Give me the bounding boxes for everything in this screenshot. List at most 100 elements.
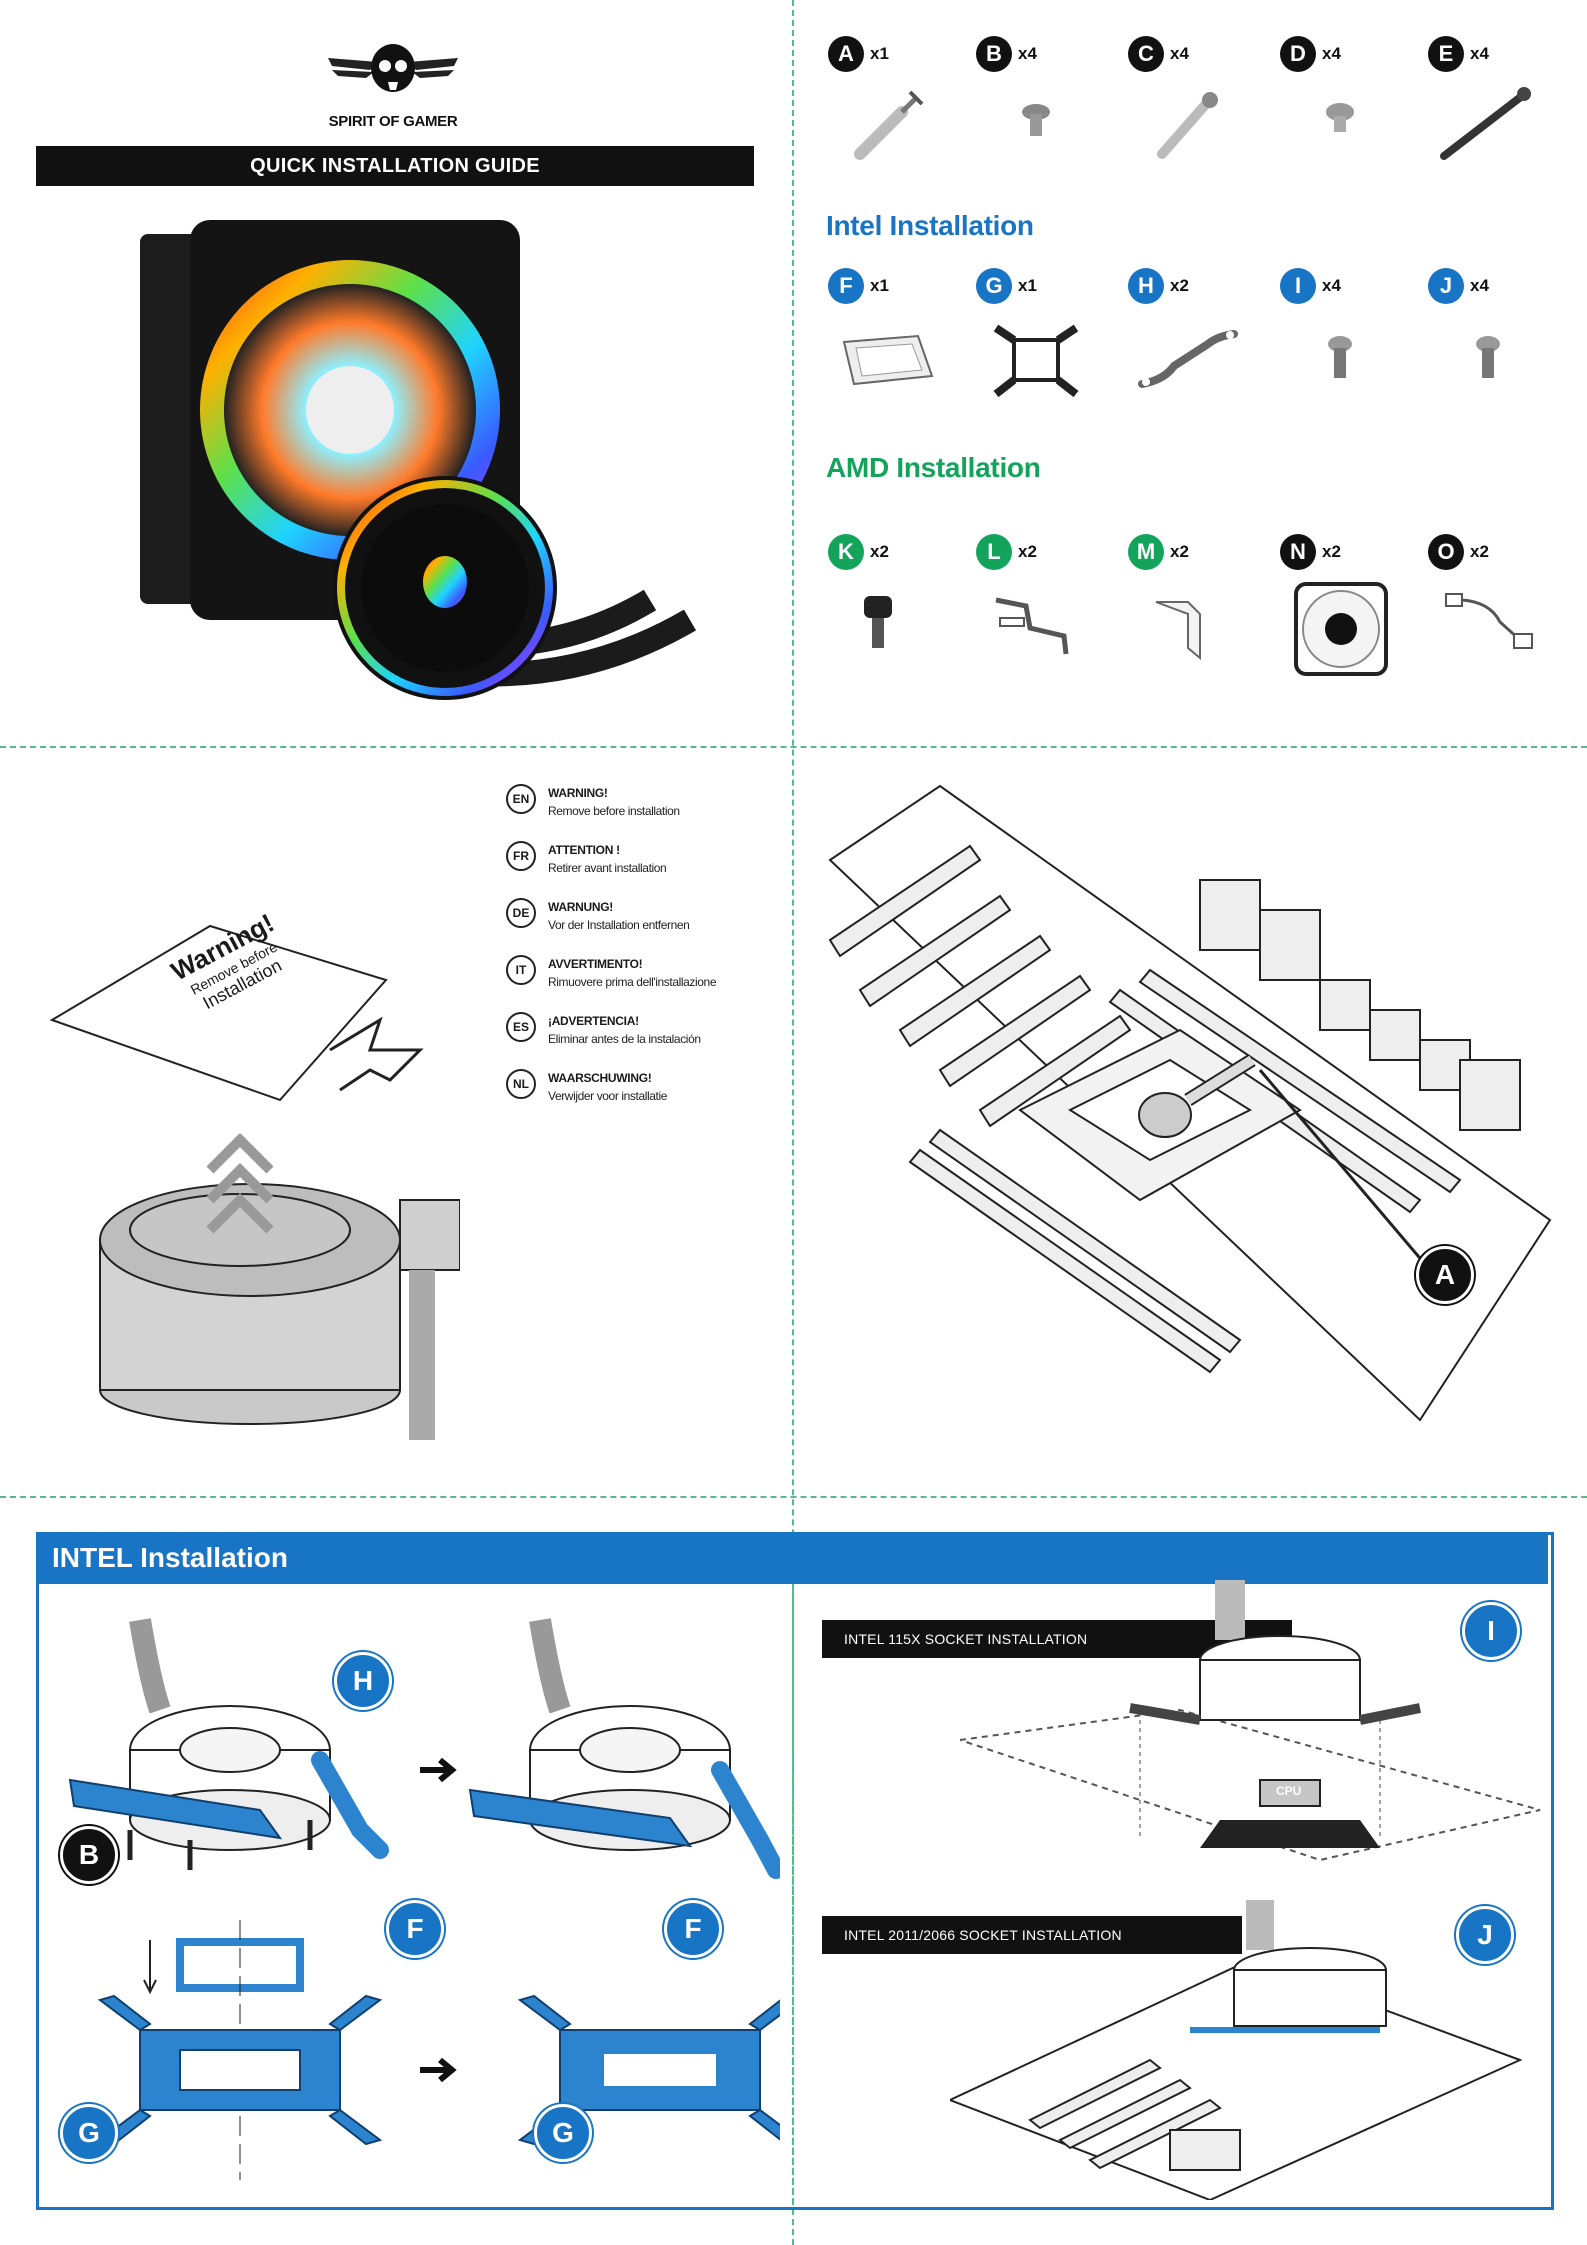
callout-g: G [60,2104,118,2162]
aio-cooler-image [140,220,697,700]
skull-wings-logo-icon [328,44,458,92]
callout-b: B [60,1826,118,1884]
warning-text: Rimuovere prima dell'installazione [548,975,717,989]
warning-text: Vor der Installation entfernen [548,918,690,932]
warning-de: DE WARNUNG! Vor der Installation entfern… [506,898,766,938]
insulation-pad-icon [842,334,934,386]
part-badge: L [976,534,1012,570]
warning-text: Remove before installation [548,804,680,818]
warning-title: ¡ADVERTENCIA! [548,1014,639,1028]
part-badge: M [1128,534,1164,570]
part-qty: x4 [1470,276,1489,295]
warning-text: Eliminar antes de la instalación [548,1032,701,1046]
callout-j: J [1456,1906,1514,1964]
pump-bracket-image [68,1618,785,1879]
step-backplate: F G F G [40,1900,803,2200]
socket-115x-illustration: CPU [959,1580,1550,1890]
language-badge: IT [506,955,536,985]
part-badge: J [1428,268,1464,304]
part-qty: x2 [1170,542,1189,561]
part-qty: x2 [1018,542,1037,561]
brand-name: SPIRIT OF GAMER [328,113,458,130]
thumb-screw-icon [1328,336,1352,378]
warning-illustration: Warning! Remove before Installation [40,900,461,1460]
fan-icon [1294,582,1388,676]
socket-2011-illustration [947,1900,1540,2202]
fan-cable-icon [1445,593,1533,649]
amd-parts-title: AMD Installation [826,452,1041,483]
warning-title: WARNING! [548,786,608,800]
part-badge: I [1280,268,1316,304]
horizontal-divider-bottom [0,1496,1587,1498]
warning-it: IT AVVERTIMENTO! Rimuovere prima dell'in… [506,955,766,995]
language-badge: EN [506,784,536,814]
part-qty: x1 [870,44,889,63]
part-qty: x4 [1322,44,1341,63]
mounting-bracket-icon [1138,330,1238,388]
warning-title: AVVERTIMENTO! [548,957,643,971]
part-qty: x1 [1018,276,1037,295]
warning-text: Verwijder voor installatie [548,1089,667,1103]
warning-title: WARNUNG! [548,900,613,914]
part-badge: K [828,534,864,570]
part-qty: x4 [1018,44,1037,63]
intel-panel-divider [792,1584,794,2204]
product-image [130,220,750,720]
part-badge: F [828,268,864,304]
warning-en: EN WARNING! Remove before installation [506,784,766,824]
amd-bracket-icon [1155,601,1201,661]
intel-install-title: INTEL Installation [36,1532,1548,1584]
screw-flat-icon [1326,103,1354,132]
callout-f-2: F [664,1900,722,1958]
warning-title: WAARSCHUWING! [548,1071,652,1085]
language-badge: ES [506,1012,536,1042]
warning-nl: NL WAARSCHUWING! Verwijder voor installa… [506,1069,766,1109]
warning-fr: FR ATTENTION ! Retirer avant installatio… [506,841,766,881]
part-badge: C [1128,36,1164,72]
part-badge: B [976,36,1012,72]
callout-i: I [1462,1602,1520,1660]
motherboard-thermal-paste-image [828,784,1552,1422]
callout-g-2: G [534,2104,592,2162]
part-qty: x2 [1470,542,1489,561]
language-badge: FR [506,841,536,871]
socket-115x-image [959,1580,1541,1862]
part-badge: D [1280,36,1316,72]
guide-title: QUICK INSTALLATION GUIDE [36,146,754,186]
callout-a: A [1416,1246,1474,1304]
part-qty: x2 [870,542,889,561]
thermal-paste-syringe-icon [854,90,924,160]
horizontal-divider-top [0,746,1587,748]
part-qty: x2 [1322,542,1341,561]
language-badge: DE [506,898,536,928]
motherboard-illustration: A [820,780,1560,1440]
language-badge: NL [506,1069,536,1099]
knurled-screw-icon [864,596,892,648]
callout-f: F [386,1900,444,1958]
screw-short-icon [1022,104,1050,136]
socket-2011-image [947,1900,1523,2202]
callout-h: H [334,1652,392,1710]
brand-logo: SPIRIT OF GAMER [318,40,468,130]
intel-parts-title: Intel Installation [826,210,1034,241]
socket-2011-label: INTEL 2011/2066 SOCKET INSTALLATION [822,1916,1242,1954]
pump-with-film-image [49,924,461,1440]
warning-title: ATTENTION ! [548,843,620,857]
part-badge: A [828,36,864,72]
part-qty: x1 [870,276,889,295]
thumb-screw-icon [1476,336,1500,378]
